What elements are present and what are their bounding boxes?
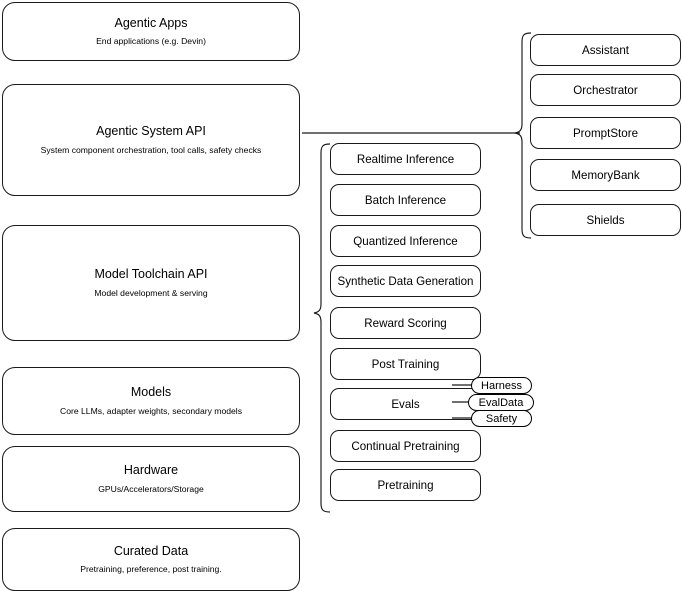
toolchain-item-label: Reward Scoring (364, 316, 447, 330)
toolchain-item-continual-pretraining[interactable]: Continual Pretraining (330, 430, 481, 462)
toolchain-item-reward-scoring[interactable]: Reward Scoring (330, 307, 481, 339)
layer-subtitle: System component orchestration, tool cal… (40, 144, 262, 155)
system-item-assistant[interactable]: Assistant (530, 34, 681, 66)
layer-title: Agentic Apps (114, 15, 188, 30)
layer-box-models[interactable]: Models Core LLMs, adapter weights, secon… (2, 367, 300, 435)
toolchain-item-label: Synthetic Data Generation (337, 274, 474, 288)
eval-pill-label: EvalData (478, 396, 524, 409)
toolchain-item-quantized-inference[interactable]: Quantized Inference (330, 225, 481, 257)
eval-pill-evaldata[interactable]: EvalData (468, 394, 534, 411)
layer-title: Hardware (123, 463, 179, 478)
bracket-toolchain-components (313, 143, 331, 513)
toolchain-item-label: Evals (391, 397, 420, 411)
system-item-label: Shields (586, 213, 625, 227)
system-item-promptstore[interactable]: PromptStore (530, 117, 681, 149)
toolchain-item-label: Realtime Inference (356, 152, 455, 166)
layer-subtitle: GPUs/Accelerators/Storage (98, 483, 204, 494)
layer-subtitle: Core LLMs, adapter weights, secondary mo… (60, 405, 242, 416)
system-item-label: Orchestrator (573, 83, 638, 97)
layer-subtitle: End applications (e.g. Devin) (96, 36, 206, 47)
bracket-system-components (514, 32, 532, 239)
system-item-label: PromptStore (572, 126, 639, 140)
eval-pill-label: Harness (481, 379, 522, 392)
system-item-shields[interactable]: Shields (530, 204, 681, 236)
eval-pill-harness[interactable]: Harness (471, 377, 532, 394)
layer-title: Models (130, 385, 172, 400)
layer-title: Curated Data (113, 543, 189, 558)
eval-pill-label: Safety (485, 412, 518, 425)
layer-subtitle: Model development & serving (94, 287, 208, 298)
toolchain-item-label: Post Training (371, 357, 440, 371)
system-item-memorybank[interactable]: MemoryBank (530, 159, 681, 191)
layer-box-agentic-system-api[interactable]: Agentic System API System component orch… (2, 84, 300, 196)
layer-box-curated-data[interactable]: Curated Data Pretraining, preference, po… (2, 528, 300, 591)
system-item-orchestrator[interactable]: Orchestrator (530, 74, 681, 106)
toolchain-item-post-training[interactable]: Post Training (330, 348, 481, 380)
layer-title: Model Toolchain API (94, 267, 208, 282)
toolchain-item-evals[interactable]: Evals (330, 388, 481, 420)
toolchain-item-label: Quantized Inference (353, 234, 458, 248)
layer-box-hardware[interactable]: Hardware GPUs/Accelerators/Storage (2, 446, 300, 512)
layer-subtitle: Pretraining, preference, post training. (80, 564, 222, 575)
system-item-label: MemoryBank (571, 168, 640, 182)
toolchain-item-synthetic-data-generation[interactable]: Synthetic Data Generation (330, 265, 481, 297)
toolchain-item-label: Batch Inference (364, 193, 447, 207)
toolchain-item-pretraining[interactable]: Pretraining (330, 469, 481, 501)
toolchain-item-label: Continual Pretraining (351, 439, 460, 453)
toolchain-item-realtime-inference[interactable]: Realtime Inference (330, 143, 481, 175)
toolchain-item-batch-inference[interactable]: Batch Inference (330, 184, 481, 216)
system-item-label: Assistant (581, 43, 630, 57)
eval-pill-safety[interactable]: Safety (471, 410, 532, 427)
toolchain-item-label: Pretraining (377, 478, 434, 492)
layer-box-model-toolchain-api[interactable]: Model Toolchain API Model development & … (2, 225, 300, 341)
layer-box-agentic-apps[interactable]: Agentic Apps End applications (e.g. Devi… (2, 2, 300, 61)
layer-title: Agentic System API (96, 124, 206, 139)
